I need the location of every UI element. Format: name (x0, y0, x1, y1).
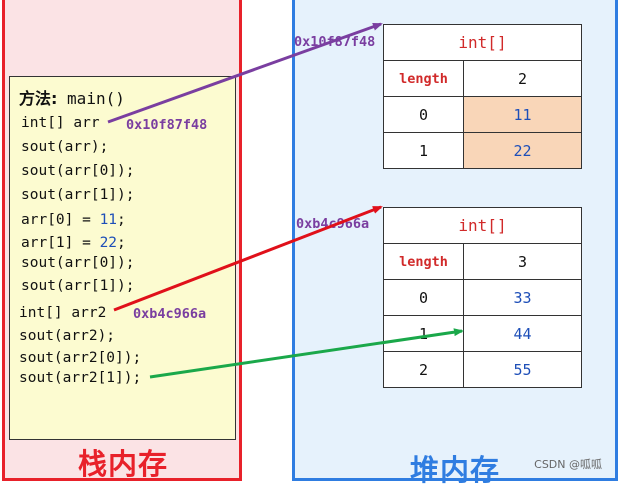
array2-value-1: 44 (463, 315, 582, 352)
arr2-reference-arrow (113, 205, 383, 312)
method-label-name: main() (67, 89, 125, 108)
code-line-6-post: ; (117, 235, 126, 251)
code-line-12: sout(arr2[1]); (19, 370, 142, 386)
code-line-10: sout(arr2); (19, 328, 116, 344)
array1-index-1: 1 (383, 132, 464, 169)
method-label-prefix: 方法: (19, 89, 58, 108)
array1-length-label: length (383, 60, 464, 97)
array1-length: 2 (463, 60, 582, 97)
code-line-6-num: 22 (99, 235, 118, 251)
code-line-6: arr[1] = 22; (21, 236, 126, 251)
code-line-8: sout(arr[1]); (21, 278, 135, 294)
stack-memory-title: 栈内存 (78, 447, 169, 481)
array1-index-0: 0 (383, 96, 464, 133)
array2-index-0: 0 (383, 279, 464, 316)
code-line-2: sout(arr); (21, 139, 109, 155)
code-line-5-num: 11 (99, 212, 118, 228)
arr-reference-arrow (107, 22, 383, 124)
array2-value-2: 55 (463, 351, 582, 388)
arr-address-label: 0x10f87f48 (126, 117, 208, 133)
arr2-address-label: 0xb4c966a (133, 306, 207, 322)
array2-type: int[] (383, 207, 582, 244)
method-label: 方法: main() (19, 85, 125, 109)
code-line-7: sout(arr[0]); (21, 255, 135, 271)
code-line-3: sout(arr[0]); (21, 163, 135, 179)
code-line-5-post: ; (117, 212, 126, 228)
code-line-1: int[] arr (21, 115, 100, 131)
code-line-11: sout(arr2[0]); (19, 350, 142, 366)
code-line-4: sout(arr[1]); (21, 187, 135, 203)
array2-length: 3 (463, 243, 582, 280)
array1-value-1: 22 (463, 132, 582, 169)
array1-type: int[] (383, 24, 582, 61)
code-line-5-pre: arr[0] = (21, 212, 100, 228)
code-line-6-pre: arr[1] = (21, 235, 100, 251)
code-line-5: arr[0] = 11; (21, 213, 126, 228)
code-line-9: int[] arr2 (19, 305, 107, 321)
array2-index-2: 2 (383, 351, 464, 388)
main-method-frame (9, 76, 236, 440)
array2-length-label: length (383, 243, 464, 280)
csdn-watermark: CSDN @呱呱 (534, 458, 602, 471)
arr2-element-arrow (149, 328, 464, 379)
heap-memory-title: 堆内存 (410, 453, 501, 487)
